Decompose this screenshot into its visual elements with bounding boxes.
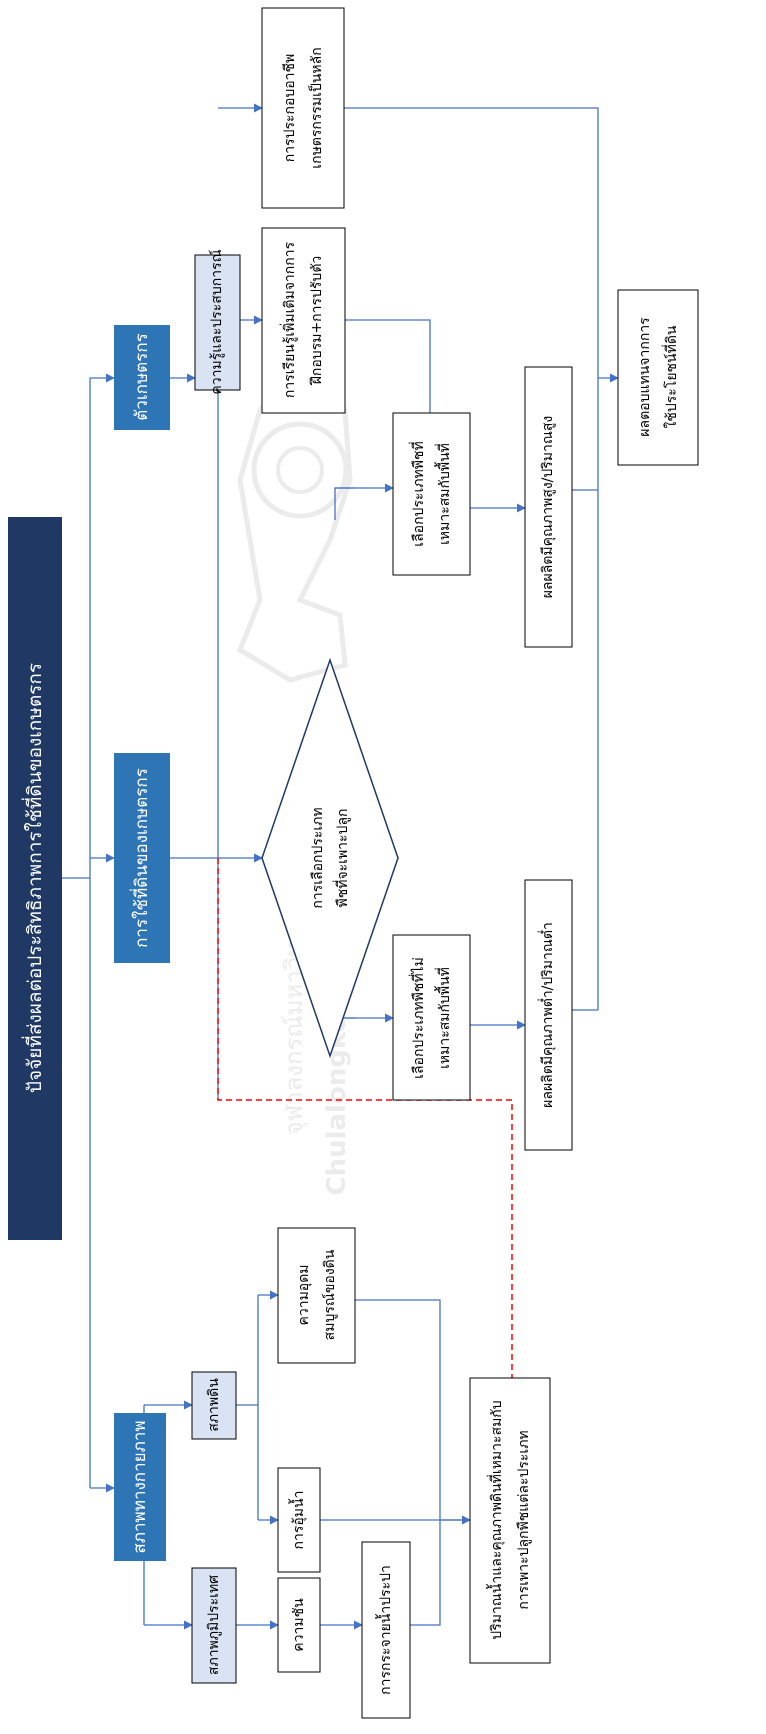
- box-soil-fertility-line2: สมบูรณ์ของดิน: [321, 1249, 338, 1340]
- box-low-yield-label: ผลผลิตมีคุณภาพต่ำ/ปริมาณต่ำ: [538, 922, 556, 1108]
- box-soil-fertility: ความอุดม สมบูรณ์ของดิน: [277, 1227, 356, 1364]
- box-slope: ความชัน: [277, 1577, 321, 1673]
- box-high-yield: ผลผลิตมีคุณภาพสูง/ปริมาณสูง: [524, 366, 573, 648]
- box-soil: สภาพดิน: [191, 1371, 237, 1440]
- box-water-distribution: การกระจายน้ำประปา: [361, 1541, 411, 1719]
- box-slope-label: ความชัน: [291, 1598, 307, 1652]
- box-water-holding-label: การอุ้มน้ำ: [288, 1491, 307, 1550]
- decision-line1: การเลือกประเภท: [310, 807, 326, 908]
- box-suitable-crop-line1: เลือกประเภทพืชที่: [409, 441, 427, 546]
- box-occupation: การประกอบอาชีพ เกษตรกรรมเป็นหลัก: [261, 7, 345, 209]
- box-return-line1: ผลตอบแทนจากการ: [637, 317, 653, 437]
- box-soil-fertility-line1: ความอุดม: [296, 1264, 312, 1325]
- connector-lines: [62, 103, 619, 1630]
- header-farmer: ตัวเกษตรกร: [114, 325, 170, 430]
- box-suitable-crop: เลือกประเภทพืชที่ เหมาะสมกับพื้นที่: [392, 412, 471, 576]
- decision-diamond: การเลือกประเภท พืชที่จะเพาะปลูก: [261, 657, 399, 1059]
- page-title: ปัจจัยที่ส่งผลต่อประสิทธิภาพการใช้ที่ดิน…: [21, 663, 46, 1093]
- box-suitable-water-soil-line2: การเพาะปลูกพืชแต่ละประเภท: [516, 1430, 532, 1609]
- box-occupation-line2: เกษตรกรรมเป็นหลัก: [307, 47, 325, 168]
- box-occupation-line1: การประกอบอาชีพ: [282, 54, 298, 163]
- box-suitable-water-soil-line1: ปริมาณน้ำและคุณภาพดินที่เหมาะสมกับ: [486, 1400, 505, 1639]
- box-suitable-water-soil: ปริมาณน้ำและคุณภาพดินที่เหมาะสมกับ การเพ…: [469, 1377, 551, 1664]
- header-physical: สภาพทางกายภาพ: [114, 1413, 166, 1561]
- box-knowledge-label: ความรู้และประสบการณ์: [208, 249, 225, 394]
- decision-line2: พืชที่จะเพาะปลูก: [333, 808, 351, 907]
- box-suitable-crop-line2: เหมาะสมกับพื้นที่: [434, 443, 453, 545]
- box-water-distribution-label: การกระจายน้ำประปา: [375, 1565, 394, 1695]
- box-soil-label: สภาพดิน: [206, 1378, 222, 1432]
- box-training: การเรียนรู้เพิ่มเติมจากการ ฝึกอบรม+การปร…: [261, 227, 346, 414]
- box-low-yield: ผลผลิตมีคุณภาพต่ำ/ปริมาณต่ำ: [524, 879, 573, 1151]
- feedback-dashed-line: [217, 858, 513, 1520]
- box-water-holding: การอุ้มน้ำ: [277, 1467, 321, 1573]
- header-land-use-label: การใช้ที่ดินของเกษตรกร: [129, 768, 152, 948]
- box-return-line2: ใช้ประโยชน์ที่ดิน: [662, 325, 680, 428]
- box-high-yield-label: ผลผลิตมีคุณภาพสูง/ปริมาณสูง: [540, 416, 556, 599]
- box-training-line2: ฝึกอบรม+การปรับตัว: [309, 256, 325, 386]
- box-unsuitable-crop-line2: เหมาะสมกับพื้นที่: [434, 967, 453, 1069]
- box-unsuitable-crop-line1: เลือกประเภทพืชที่ไม่: [409, 957, 427, 1079]
- box-return: ผลตอบแทนจากการ ใช้ประโยชน์ที่ดิน: [617, 289, 699, 466]
- box-unsuitable-crop: เลือกประเภทพืชที่ไม่ เหมาะสมกับพื้นที่: [392, 934, 471, 1101]
- box-knowledge: ความรู้และประสบการณ์: [194, 249, 241, 395]
- box-training-line1: การเรียนรู้เพิ่มเติมจากการ: [280, 241, 298, 398]
- header-physical-label: สภาพทางกายภาพ: [130, 1420, 150, 1553]
- header-farmer-label: ตัวเกษตรกร: [132, 333, 152, 421]
- header-land-use: การใช้ที่ดินของเกษตรกร: [114, 753, 170, 963]
- box-geography: สภาพภูมิประเทศ: [191, 1567, 237, 1684]
- crest-outline: [236, 340, 353, 683]
- title-box: ปัจจัยที่ส่งผลต่อประสิทธิภาพการใช้ที่ดิน…: [8, 517, 62, 1240]
- box-geography-label: สภาพภูมิประเทศ: [206, 1575, 222, 1675]
